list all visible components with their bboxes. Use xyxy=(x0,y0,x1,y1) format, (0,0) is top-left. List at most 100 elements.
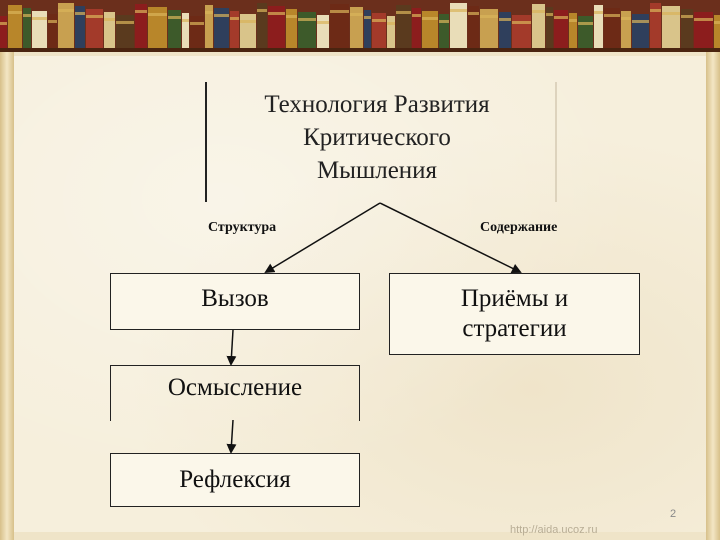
book-spine xyxy=(0,16,7,52)
book-spine xyxy=(650,3,661,52)
book-spine xyxy=(182,13,189,52)
book-band xyxy=(350,13,363,16)
book-band xyxy=(450,9,467,12)
frame-right xyxy=(706,52,720,540)
content-box-methods: Приёмы и стратегии xyxy=(389,273,640,355)
book-spine xyxy=(364,10,371,52)
book-band xyxy=(578,22,593,25)
title-right-line xyxy=(555,82,557,202)
book-spine xyxy=(32,11,47,52)
arrow-to-content xyxy=(379,202,522,273)
book-spine xyxy=(268,6,285,52)
book-spine xyxy=(532,4,545,52)
arrow-step-2-to-3 xyxy=(226,419,237,454)
book-band xyxy=(468,12,479,15)
bookshelf-banner xyxy=(0,0,720,52)
book-band xyxy=(512,21,531,24)
bookshelf-image xyxy=(0,3,720,52)
book-spine xyxy=(8,5,22,52)
branch-label-structure: Структура xyxy=(208,220,277,235)
arrow-to-structure xyxy=(264,202,381,274)
book-spine xyxy=(205,5,213,52)
book-spine xyxy=(512,15,531,52)
content-line-1: Приёмы и xyxy=(460,285,569,312)
book-band xyxy=(364,16,371,19)
book-band xyxy=(372,19,386,22)
book-spine xyxy=(546,7,553,52)
book-band xyxy=(662,12,680,15)
book-band xyxy=(546,13,553,16)
book-band xyxy=(604,14,620,17)
title-line-2: Критического xyxy=(303,124,451,151)
book-band xyxy=(214,14,229,17)
book-spine xyxy=(499,12,511,52)
book-spine xyxy=(694,12,713,52)
book-band xyxy=(116,21,134,24)
book-band xyxy=(182,19,189,22)
book-spine xyxy=(86,9,103,52)
step-box-comprehension: Осмысление xyxy=(110,365,360,421)
book-band xyxy=(8,11,22,14)
book-band xyxy=(554,16,568,19)
branch-label-content: Содержание xyxy=(480,220,558,235)
title-left-line xyxy=(205,82,207,202)
book-spine xyxy=(569,13,577,52)
book-spine xyxy=(681,9,693,52)
content-line-2: стратегии xyxy=(462,315,567,342)
book-spine xyxy=(48,14,57,52)
book-band xyxy=(480,15,498,18)
book-band xyxy=(286,15,297,18)
book-band xyxy=(148,13,167,16)
book-band xyxy=(632,20,649,23)
book-band xyxy=(412,14,421,17)
book-band xyxy=(387,22,395,25)
book-spine xyxy=(286,9,297,52)
step-box-reflection: Рефлексия xyxy=(110,453,360,507)
watermark-url: http://aida.ucoz.ru xyxy=(510,524,598,536)
book-band xyxy=(257,9,267,12)
book-spine xyxy=(439,14,449,52)
book-band xyxy=(48,20,57,23)
book-band xyxy=(594,11,603,14)
book-band xyxy=(168,16,181,19)
book-spine xyxy=(372,13,386,52)
book-band xyxy=(86,15,103,18)
book-band xyxy=(650,9,661,12)
book-band xyxy=(499,18,511,21)
page-number: 2 xyxy=(670,508,677,520)
book-spine xyxy=(75,6,85,52)
book-band xyxy=(714,21,720,24)
book-band xyxy=(135,10,147,13)
step-label: Вызов xyxy=(201,285,269,312)
book-band xyxy=(694,18,713,21)
book-spine xyxy=(116,15,134,52)
book-band xyxy=(439,20,449,23)
book-band xyxy=(32,17,47,20)
book-spine xyxy=(214,8,229,52)
book-spine xyxy=(58,3,74,52)
book-spine xyxy=(468,6,479,52)
frame-left xyxy=(0,52,14,540)
book-band xyxy=(23,14,31,17)
book-band xyxy=(268,12,285,15)
book-band xyxy=(190,22,204,25)
shelf-board xyxy=(0,48,720,52)
book-band xyxy=(298,18,316,21)
book-spine xyxy=(135,4,147,52)
book-spine xyxy=(317,15,329,52)
step-box-challenge: Вызов xyxy=(110,273,360,330)
book-spine xyxy=(298,12,316,52)
book-spine xyxy=(662,6,680,52)
book-spine xyxy=(257,3,267,52)
book-spine xyxy=(148,7,167,52)
book-spine xyxy=(23,8,31,52)
arrow-step-1-to-2 xyxy=(226,329,237,366)
book-band xyxy=(569,19,577,22)
book-band xyxy=(330,10,349,13)
book-spine xyxy=(168,10,181,52)
book-band xyxy=(422,17,438,20)
book-spine xyxy=(412,8,421,52)
book-spine xyxy=(554,10,568,52)
title-line-1: Технология Развития xyxy=(264,91,490,118)
